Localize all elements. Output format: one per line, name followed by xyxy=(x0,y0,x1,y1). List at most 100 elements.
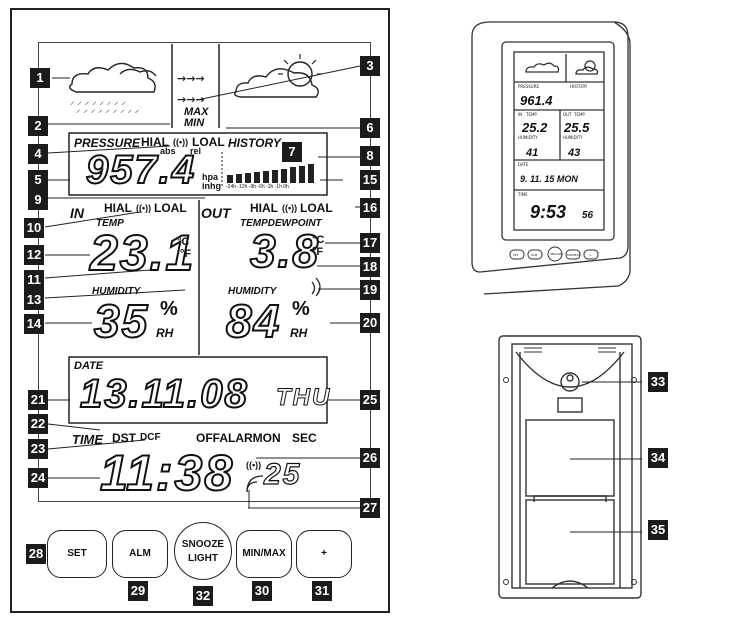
set-button-label: SET xyxy=(67,548,87,559)
in-percent: % xyxy=(160,298,178,320)
in-label: IN xyxy=(70,205,84,221)
date-value: 13.11.08 xyxy=(79,371,249,417)
pressure-hial: HIAL xyxy=(141,135,169,149)
svg-text:SNOOZE: SNOOZE xyxy=(550,252,563,256)
out-humidity-label: HUMIDITY xyxy=(228,286,277,297)
svg-text:TIME: TIME xyxy=(517,192,528,197)
out-alarm-icon: ((•)) xyxy=(282,203,298,213)
svg-text:PRESSURE: PRESSURE xyxy=(518,84,540,89)
svg-text:9. 11. 15 MON: 9. 11. 15 MON xyxy=(520,174,578,184)
rain-drops: ⸍ ⸍ ⸍ ⸍ ⸍ ⸍ ⸍ ⸍ ⸍ ⸍ ⸍ ⸍ ⸍ ⸍ ⸍ ⸍ ⸍ xyxy=(70,101,139,119)
min-label: MIN xyxy=(184,117,205,129)
callout-23: 23 xyxy=(28,439,48,459)
out-temp-value: 3.8 xyxy=(249,225,320,277)
svg-text:HISTORY: HISTORY xyxy=(570,84,588,89)
time-alarm-icon: ((•)) xyxy=(246,460,262,470)
svg-text:+: + xyxy=(589,253,592,257)
svg-text:25.5: 25.5 xyxy=(563,120,590,135)
callout-17: 17 xyxy=(360,233,380,253)
callout-28: 28 xyxy=(26,544,46,564)
plus-button-label: + xyxy=(321,548,327,559)
svg-text:41: 41 xyxy=(525,147,538,159)
svg-text:→→→: →→→ xyxy=(177,93,205,106)
dcf-label: DCF xyxy=(140,432,161,443)
lcd-lines: ⸍ ⸍ ⸍ ⸍ ⸍ ⸍ ⸍ ⸍ ⸍ ⸍ ⸍ ⸍ ⸍ ⸍ ⸍ ⸍ ⸍ →→→ →→… xyxy=(44,44,361,509)
callout-1: 1 xyxy=(30,68,50,88)
callout-26: 26 xyxy=(360,448,380,468)
callout-25: 25 xyxy=(360,390,380,410)
callout-21: 21 xyxy=(28,390,48,410)
device-back-illustration xyxy=(498,335,642,599)
callout-9: 9 xyxy=(28,190,48,210)
callout-12: 12 xyxy=(24,245,44,265)
svg-text:TEMP: TEMP xyxy=(573,112,585,117)
rel-label: rel xyxy=(190,146,202,156)
svg-text:9:53: 9:53 xyxy=(530,202,566,222)
svg-text:25.2: 25.2 xyxy=(521,120,548,135)
date-label: DATE xyxy=(74,360,104,372)
svg-text:961.4: 961.4 xyxy=(520,93,553,108)
callout-31: 31 xyxy=(312,581,332,601)
callout-33: 33 xyxy=(648,372,668,392)
callout-34: 34 xyxy=(648,448,668,468)
out-percent: % xyxy=(292,298,310,320)
snooze-light-button[interactable]: SNOOZE LIGHT xyxy=(174,522,232,580)
seconds-value: 25 xyxy=(263,457,302,491)
out-degf: °F xyxy=(312,246,324,258)
callout-16: 16 xyxy=(360,198,380,218)
out-humidity-value: 84 xyxy=(225,295,282,347)
out-hial: HIAL xyxy=(250,201,278,215)
alm-button[interactable]: ALM xyxy=(112,530,168,578)
callout-11: 11 xyxy=(24,270,44,290)
svg-text:MIN/MAX: MIN/MAX xyxy=(567,253,580,257)
time-label: TIME xyxy=(72,432,104,447)
callout-6: 6 xyxy=(360,118,380,138)
plus-button[interactable]: + xyxy=(296,530,352,578)
callout-35: 35 xyxy=(648,520,668,540)
svg-text:TEMP: TEMP xyxy=(525,112,537,117)
callout-13: 13 xyxy=(24,290,44,310)
callout-20: 20 xyxy=(360,313,380,333)
callout-32: 32 xyxy=(193,586,213,606)
max-label: MAX xyxy=(184,106,209,118)
svg-text:DATE: DATE xyxy=(518,162,529,167)
in-temp-label: TEMP xyxy=(96,218,124,229)
pressure-label: PRESSURE xyxy=(74,136,141,150)
svg-text:IN: IN xyxy=(518,112,522,117)
out-label: OUT xyxy=(201,205,231,221)
pressure-loal: LOAL xyxy=(192,135,225,149)
callout-24: 24 xyxy=(28,468,48,488)
light-label: LIGHT xyxy=(188,553,218,564)
out-degc: °C xyxy=(312,234,325,246)
in-hial: HIAL xyxy=(104,201,132,215)
in-humidity-value: 35 xyxy=(93,295,150,347)
in-rh: RH xyxy=(156,326,174,340)
svg-text:→→→: →→→ xyxy=(177,72,205,85)
abs-label: abs xyxy=(160,146,176,156)
time-value: 11:38 xyxy=(99,445,235,501)
callout-27: 27 xyxy=(360,498,380,518)
snooze-label: SNOOZE xyxy=(181,539,225,550)
inhg-label: inhg xyxy=(202,181,221,191)
hpa-label: hpa xyxy=(202,172,219,182)
callout-22: 22 xyxy=(28,414,48,434)
callout-5: 5 xyxy=(28,170,48,190)
alarm-bell-icon: ((•)) xyxy=(173,137,189,147)
display-diagram xyxy=(10,8,390,613)
svg-text:⸍ ⸍ ⸍ ⸍ ⸍ ⸍ ⸍ ⸍ ⸍: ⸍ ⸍ ⸍ ⸍ ⸍ ⸍ ⸍ ⸍ ⸍ xyxy=(76,109,139,119)
history-label: HISTORY xyxy=(228,136,281,150)
set-button[interactable]: SET xyxy=(47,530,107,578)
sec-label: SEC xyxy=(292,431,317,445)
svg-text:OUT: OUT xyxy=(563,112,572,117)
svg-text:ALM: ALM xyxy=(531,253,538,257)
pressure-value: 957.4 xyxy=(85,147,197,193)
callout-19: 19 xyxy=(360,280,380,300)
history-axis: -24h -12h -9h -6h -3h -1h 0h xyxy=(226,184,289,190)
callout-3: 3 xyxy=(360,56,380,76)
in-alarm-icon: ((•)) xyxy=(136,203,152,213)
minmax-button[interactable]: MIN/MAX xyxy=(236,530,292,578)
dst-label: DST xyxy=(112,431,136,445)
out-loal: LOAL xyxy=(300,201,333,215)
svg-text:43: 43 xyxy=(567,147,580,159)
